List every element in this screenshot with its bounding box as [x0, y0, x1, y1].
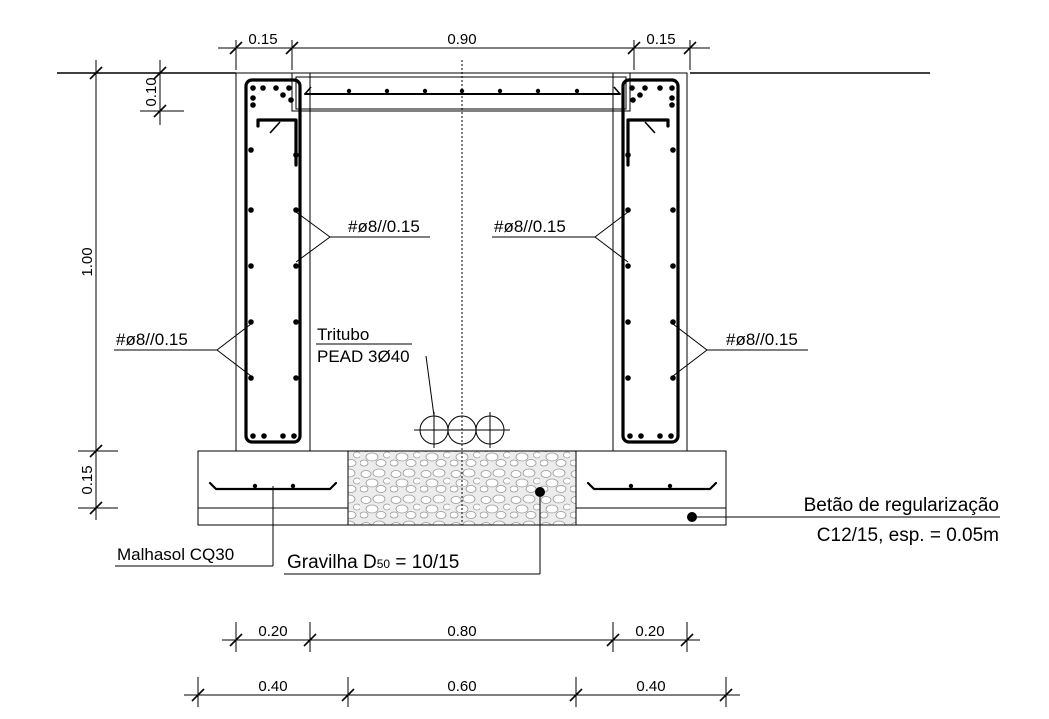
betao-label-line1: Betão de regularização — [804, 495, 999, 516]
rebar-callout-outer-right-leader — [672, 323, 808, 377]
gravilha-label-main: Gravilha D — [287, 552, 377, 573]
right-wall — [612, 72, 688, 452]
tritubo-callout-leader — [316, 343, 435, 417]
dim-bottom2-right: 0.40 — [636, 678, 665, 695]
rebar-label-outer-right: #ø8//0.15 — [726, 330, 798, 349]
right-footing — [575, 450, 727, 526]
rebar-label-outer-left: #ø8//0.15 — [116, 330, 188, 349]
dim-bottom1-right: 0.20 — [635, 623, 664, 640]
gravilha-label-value: = 10/15 — [390, 552, 459, 573]
dim-top-center: 0.90 — [447, 31, 476, 48]
dim-bottom2-center: 0.60 — [447, 678, 476, 695]
dim-bottom2-left: 0.40 — [258, 678, 287, 695]
bottom-dimension-row-1 — [222, 622, 700, 652]
rebar-label-inner-left: #ø8//0.15 — [348, 217, 420, 236]
right-wall-rebar-dots — [625, 85, 676, 439]
tritubo-label-line1: Tritubo — [317, 325, 369, 344]
betao-callout-leader — [687, 512, 1000, 522]
left-wall — [235, 72, 311, 452]
bottom-dimension-row-2 — [184, 677, 740, 707]
top-dimension-line — [218, 40, 710, 70]
dim-top-left-wall: 0.15 — [248, 31, 277, 48]
rebar-callout-inner-left-leader — [295, 211, 430, 263]
tritubo-label-line2: PEAD 3Ø40 — [317, 347, 410, 366]
dim-base-thickness: 0.15 — [79, 465, 96, 494]
dim-top-right-wall: 0.15 — [646, 31, 675, 48]
dim-wall-height: 1.00 — [79, 247, 96, 276]
cover-slab — [291, 72, 631, 112]
rebar-label-inner-right: #ø8//0.15 — [494, 217, 566, 236]
gravilha-label-subscript: 50 — [377, 557, 391, 571]
malhasol-label: Malhasol CQ30 — [117, 545, 234, 564]
left-dimension-lines — [78, 60, 184, 520]
tritubo-ducts — [414, 412, 510, 448]
dim-bottom1-left: 0.20 — [258, 623, 287, 640]
rebar-callout-outer-left-leader — [114, 323, 252, 377]
left-wall-rebar-dots — [248, 85, 299, 439]
dim-bottom1-center: 0.80 — [447, 623, 476, 640]
betao-label-line2: C12/15, esp. = 0.05m — [817, 525, 999, 546]
gravilha-callout-leader — [284, 487, 545, 575]
dim-cover-slab: 0.10 — [143, 77, 160, 106]
rebar-callout-inner-right-leader — [492, 211, 629, 263]
gravilha-label: Gravilha D50 = 10/15 — [287, 552, 459, 573]
malhasol-callout-leader — [115, 486, 274, 567]
